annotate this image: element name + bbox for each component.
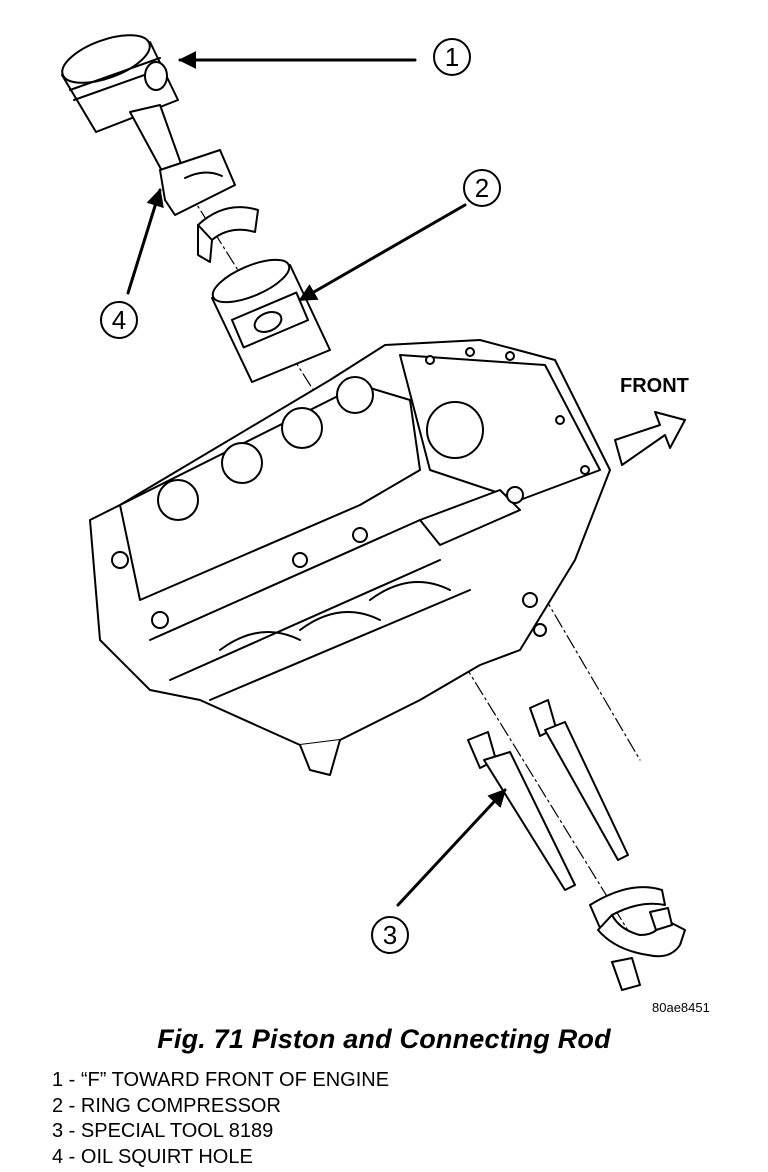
bearing-insert bbox=[197, 206, 259, 263]
ring-compressor bbox=[211, 258, 331, 383]
callout-2-number: 2 bbox=[475, 173, 489, 203]
callout-2: 2 bbox=[463, 169, 501, 207]
piston-and-rod bbox=[61, 34, 236, 216]
leader-arrows bbox=[126, 51, 507, 907]
legend-item: 1 - “F” TOWARD FRONT OF ENGINE bbox=[52, 1069, 390, 1091]
special-tool-8189 bbox=[467, 699, 629, 891]
callout-4-number: 4 bbox=[112, 305, 126, 335]
callout-3-number: 3 bbox=[383, 920, 397, 950]
legend-item: 3 - SPECIAL TOOL 8189 bbox=[52, 1120, 274, 1142]
engine-assembly-diagram: 1 2 3 4 FRONT 80ae8451 bbox=[61, 34, 710, 1015]
callout-1: 1 bbox=[433, 38, 471, 76]
rod-cap bbox=[589, 886, 686, 991]
callout-3: 3 bbox=[371, 916, 409, 954]
callout-4: 4 bbox=[100, 301, 138, 339]
legend-item: 4 - OIL SQUIRT HOLE bbox=[52, 1145, 253, 1168]
front-direction-arrow bbox=[614, 411, 686, 466]
front-label: FRONT bbox=[620, 375, 689, 397]
engine-block bbox=[89, 339, 611, 776]
figure-caption: Fig. 71 Piston and Connecting Rod bbox=[157, 1024, 611, 1054]
legend-item: 2 - RING COMPRESSOR bbox=[52, 1094, 281, 1117]
image-code: 80ae8451 bbox=[652, 1000, 710, 1015]
legend-list: 1 - “F” TOWARD FRONT OF ENGINE 2 - RING … bbox=[52, 1068, 389, 1170]
callout-1-number: 1 bbox=[445, 42, 459, 72]
